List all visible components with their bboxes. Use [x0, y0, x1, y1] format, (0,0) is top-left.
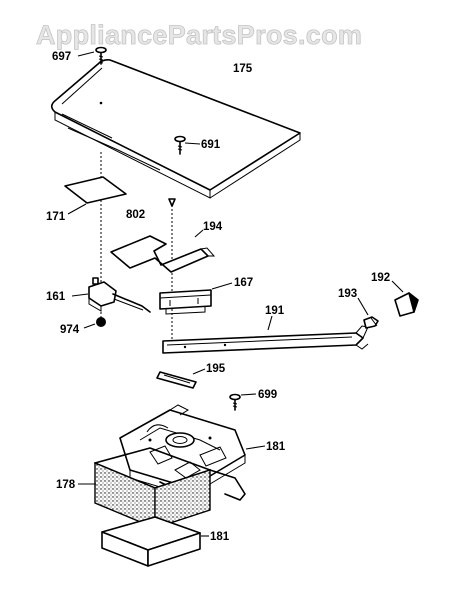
screw-697[interactable] [95, 46, 107, 65]
nut-974[interactable] [96, 317, 106, 327]
insulation-block-178[interactable] [94, 447, 211, 530]
label-178: 178 [56, 479, 76, 491]
label-974: 974 [60, 324, 80, 336]
pad-171[interactable] [64, 176, 127, 204]
switch-161[interactable] [88, 277, 151, 313]
bracket-194[interactable] [110, 235, 216, 273]
screw-691[interactable] [174, 135, 186, 155]
base-box-181[interactable] [101, 516, 201, 567]
label-699: 699 [258, 389, 277, 401]
label-181-upper: 181 [266, 441, 286, 453]
connector-193[interactable] [363, 316, 379, 329]
guide-block-167[interactable] [159, 289, 212, 315]
label-171: 171 [46, 211, 66, 223]
cover-panel-175[interactable] [50, 59, 301, 199]
knob-192[interactable] [394, 292, 419, 317]
label-195: 195 [206, 363, 226, 375]
label-161: 161 [46, 291, 66, 303]
label-691: 691 [201, 139, 221, 151]
label-191: 191 [265, 305, 285, 317]
label-194: 194 [203, 221, 223, 233]
label-697: 697 [52, 51, 71, 63]
watermark: AppliancePartsPros.com [36, 20, 362, 50]
label-181-lower: 181 [210, 531, 230, 543]
label-175: 175 [233, 63, 253, 75]
label-802: 802 [126, 209, 145, 221]
screw-699[interactable] [229, 393, 241, 411]
spring-strip-195[interactable] [156, 371, 197, 389]
label-193: 193 [338, 288, 357, 300]
label-192: 192 [371, 272, 390, 284]
rod-191[interactable] [162, 325, 369, 354]
clip-802[interactable] [168, 198, 176, 207]
label-167: 167 [234, 277, 253, 289]
